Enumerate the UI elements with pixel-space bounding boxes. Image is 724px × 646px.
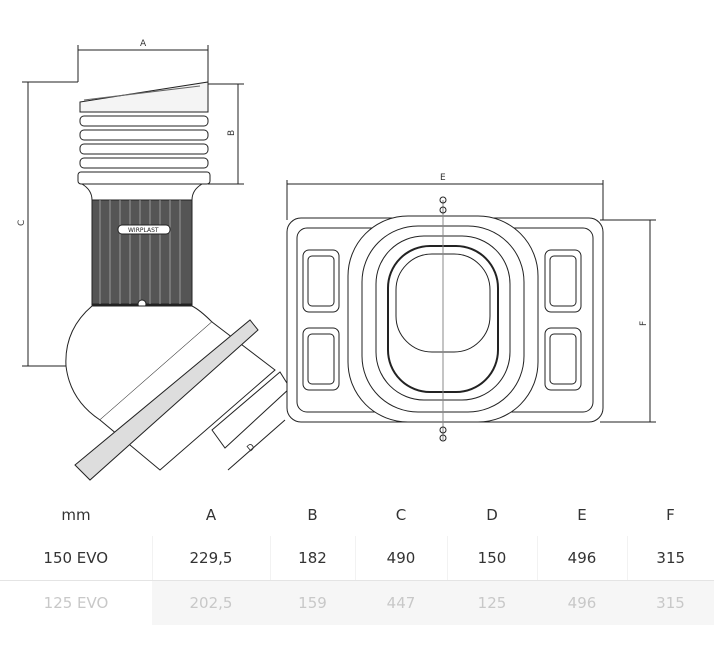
brand-logo: WIRPLAST: [128, 227, 159, 234]
value-cell: 490: [355, 536, 448, 581]
value-cell: 447: [355, 580, 447, 625]
header-cell: C: [395, 506, 407, 524]
table-header-row: mm A B C D E F: [0, 494, 714, 536]
table-row: 125 EVO 202,5 159 447 125 496 315: [0, 580, 714, 625]
value-cell: 496: [537, 536, 628, 581]
value-cell: 182: [270, 536, 356, 581]
header-cell: A: [205, 506, 217, 524]
dim-label-d: D: [246, 442, 258, 454]
top-view-base: E F: [286, 173, 656, 442]
dim-label-c: C: [17, 220, 27, 226]
value-cell: 202,5: [152, 580, 270, 625]
value-cell: 159: [270, 580, 355, 625]
model-cell: 125 EVO: [43, 594, 109, 612]
value-cell: 150: [447, 536, 538, 581]
dimension-table: mm A B C D E F 150 EVO 229,5 182 490 150…: [0, 494, 714, 625]
dim-label-f: F: [639, 321, 649, 326]
dim-label-a: A: [140, 39, 147, 49]
header-cell: D: [486, 506, 498, 524]
value-cell: 229,5: [152, 536, 271, 581]
header-cell: E: [577, 506, 587, 524]
value-cell: 496: [537, 580, 627, 625]
dim-label-e: E: [440, 173, 446, 183]
header-cell: B: [307, 506, 318, 524]
value-cell: 125: [447, 580, 537, 625]
side-view-vent: A B C WIRPLAST D: [17, 39, 291, 481]
technical-drawing: A B C WIRPLAST D E F: [17, 39, 656, 481]
header-cell: F: [666, 506, 675, 524]
value-cell: 315: [627, 580, 714, 625]
model-cell: 150 EVO: [0, 536, 153, 581]
table-row: 150 EVO 229,5 182 490 150 496 315: [0, 536, 714, 581]
value-cell: 315: [627, 536, 714, 581]
dim-label-b: B: [227, 130, 237, 136]
header-cell: mm: [61, 506, 91, 524]
